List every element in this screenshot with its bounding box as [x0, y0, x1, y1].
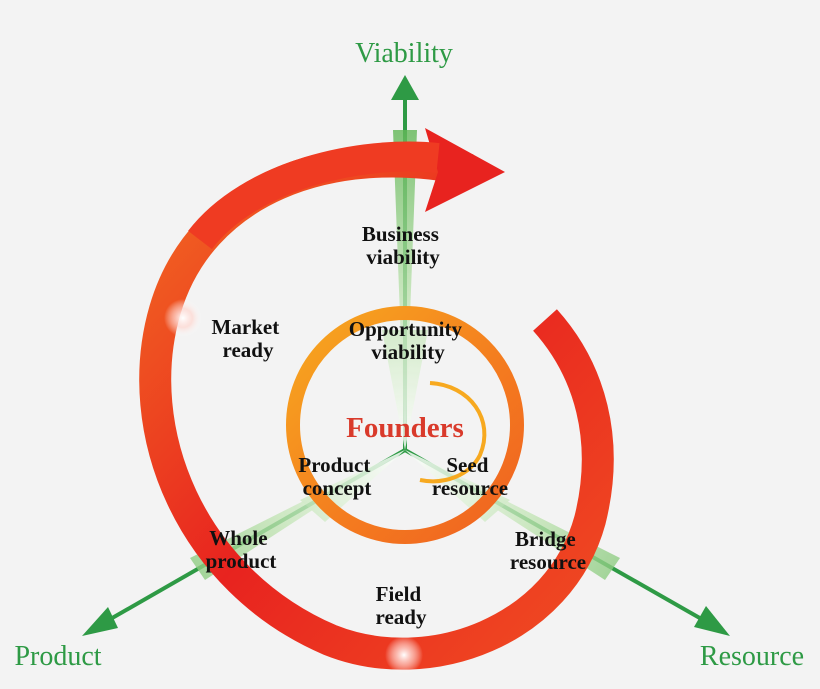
node-bridge-resource: Bridge resource — [510, 527, 586, 574]
node-product-concept-line1: Product — [298, 453, 370, 477]
node-opportunity-viability-line2: viability — [371, 340, 445, 364]
viability-arrowhead-icon — [391, 75, 419, 100]
node-product-concept-line2: concept — [303, 476, 372, 500]
glow-markers — [164, 299, 423, 674]
node-business-viability-line2: viability — [366, 245, 440, 269]
outer-spiral-top-band — [188, 141, 440, 250]
node-whole-product: Whole product — [206, 526, 277, 573]
axis-label-resource: Resource — [700, 641, 804, 672]
outer-spiral-arrowhead-icon — [425, 128, 505, 212]
axis-label-product: Product — [14, 641, 101, 672]
node-seed-resource: Seed resource — [432, 453, 508, 500]
node-product-concept: Product concept — [298, 453, 375, 500]
inner-ring — [286, 306, 524, 544]
viability-wedge-wide — [382, 330, 428, 450]
inner-orange-ring — [286, 306, 524, 544]
inner-mini-spiral — [419, 381, 487, 484]
resource-arrowhead-icon — [694, 606, 730, 636]
node-field-ready-line1: Field — [376, 582, 422, 606]
market-ready-glow-icon — [164, 299, 202, 337]
node-field-ready-line2: ready — [376, 605, 427, 629]
node-field-ready: Field ready — [376, 582, 427, 629]
node-seed-resource-line1: Seed — [446, 453, 488, 477]
node-opportunity-viability: Opportunity viability — [349, 317, 467, 364]
field-ready-glow-icon — [385, 636, 423, 674]
node-market-ready-line2: ready — [223, 338, 274, 362]
node-bridge-resource-line2: resource — [510, 550, 586, 574]
node-whole-product-line1: Whole — [209, 526, 267, 550]
node-market-ready-line1: Market — [212, 315, 280, 339]
node-market-ready: Market ready — [212, 315, 285, 362]
node-business-viability: Business viability — [362, 222, 444, 269]
axis-label-viability: Viability — [355, 38, 453, 69]
node-bridge-resource-line1: Bridge — [515, 527, 576, 551]
center-label-founders: Founders — [346, 412, 464, 444]
node-whole-product-line2: product — [206, 549, 277, 573]
outer-spiral-arrow — [139, 128, 614, 670]
node-seed-resource-line2: resource — [432, 476, 508, 500]
node-business-viability-line1: Business — [362, 222, 439, 246]
product-arrowhead-icon — [82, 607, 118, 636]
node-opportunity-viability-line1: Opportunity — [349, 317, 463, 341]
viability-wedge — [393, 130, 417, 450]
